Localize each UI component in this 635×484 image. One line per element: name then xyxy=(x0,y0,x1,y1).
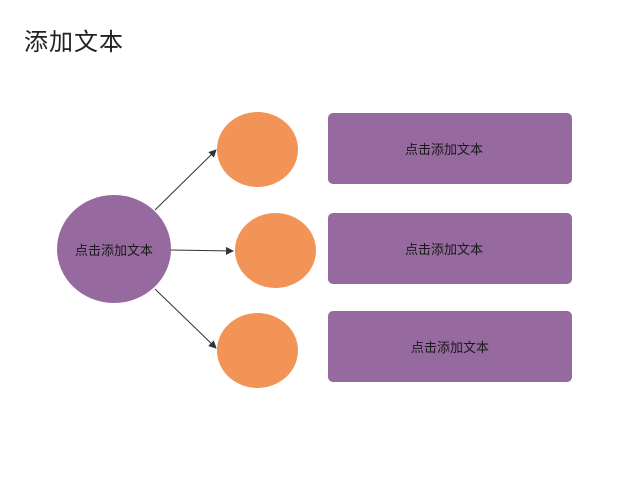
text-box-middle-label: 点击添加文本 xyxy=(404,243,483,258)
text-box-middle[interactable]: 点击添加文本 xyxy=(328,213,572,284)
connector-arrow-top xyxy=(154,149,217,211)
text-box-bottom[interactable]: 点击添加文本 xyxy=(328,311,572,382)
slide-title[interactable]: 添加文本 xyxy=(24,28,124,56)
orange-circle-top[interactable] xyxy=(217,112,298,187)
text-box-bottom-label: 点击添加文本 xyxy=(410,341,489,356)
orange-circle-middle[interactable] xyxy=(235,213,316,288)
connector-arrow-middle xyxy=(170,246,234,255)
hub-circle[interactable]: 点击添加文本 xyxy=(57,195,171,303)
connector-arrow-bottom xyxy=(154,288,217,349)
text-box-top-label: 点击添加文本 xyxy=(404,143,483,158)
text-box-top[interactable]: 点击添加文本 xyxy=(328,113,572,184)
hub-circle-label: 点击添加文本 xyxy=(74,243,153,259)
orange-circle-bottom[interactable] xyxy=(217,313,298,388)
